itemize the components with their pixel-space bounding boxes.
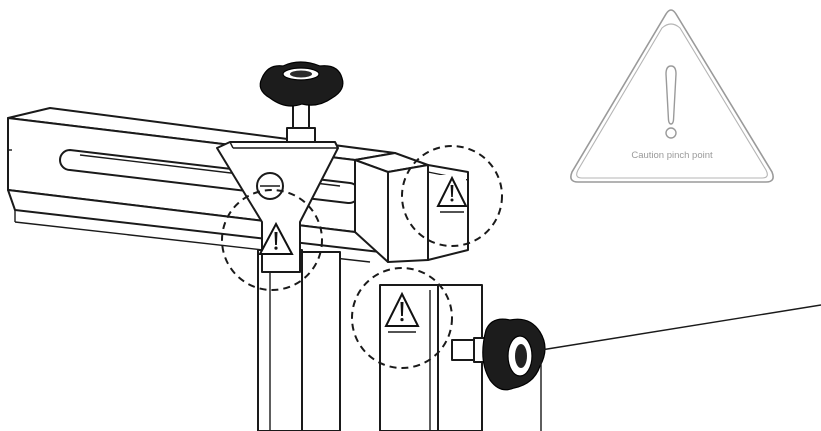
pinch-point-highlight-2	[401, 145, 503, 247]
horizontal-beam	[7, 107, 396, 263]
exclamation-icon	[450, 185, 454, 202]
exclamation-icon	[274, 232, 278, 250]
pinch-point-highlight-1	[221, 189, 323, 291]
caution-sign: Caution pinch point	[570, 9, 774, 183]
side-panel	[540, 304, 821, 431]
exclamation-icon	[400, 302, 404, 322]
side-adjustment-knob[interactable]	[451, 318, 546, 391]
warning-sticker-1	[258, 221, 294, 255]
adjustment-knob-icon	[259, 61, 344, 107]
pinch-point-highlight-3	[351, 267, 453, 369]
mounting-plate	[216, 141, 339, 273]
caution-label: Caution pinch point	[631, 150, 713, 161]
exclamation-icon	[665, 65, 677, 125]
left-vertical-post	[257, 249, 341, 431]
warning-sticker-3	[384, 291, 420, 333]
warning-sticker-2	[436, 175, 468, 221]
top-adjustment-knob[interactable]	[259, 61, 344, 143]
